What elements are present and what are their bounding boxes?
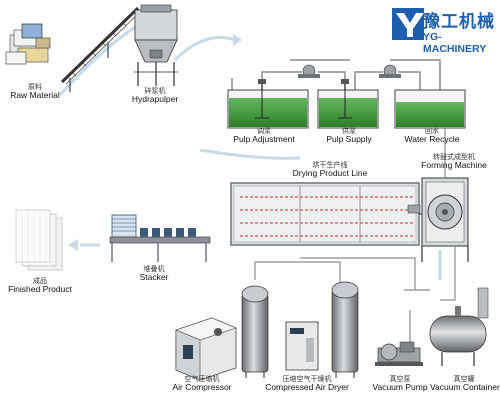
brand-block: 豫工机械 YG-MACHINERY — [388, 3, 498, 55]
label-drying-line: 烘干生产线 Drying Product Line — [280, 162, 380, 178]
raw-material-icon — [5, 23, 51, 65]
pulp-pump-2-icon — [379, 64, 401, 78]
label-air-compressor: 空气压缩机 Air Compressor — [164, 376, 240, 392]
pulp-supply-cn: 供浆 — [342, 128, 356, 135]
label-pulp-supply: 供浆 Pulp Supply — [320, 128, 378, 144]
brand-subtitle: YG-MACHINERY — [423, 31, 487, 55]
pulp-supply-en: Pulp Supply — [326, 134, 372, 145]
drying-line-en: Drying Product Line — [292, 168, 368, 179]
brand-name: 豫工机械 — [423, 12, 495, 32]
label-vacuum-pump: 真空泵 Vacuum Pump — [370, 376, 430, 392]
forming-machine-cn: 转鼓式成型机 — [433, 154, 475, 161]
drying-line-icon — [230, 182, 430, 246]
vacuum-container-icon — [429, 287, 489, 366]
air-compressor-cn: 空气压缩机 — [184, 376, 220, 383]
finished-product-en: Finished Product — [8, 284, 72, 295]
air-tank-left-icon — [241, 285, 269, 378]
forming-machine-icon — [407, 177, 469, 262]
stacker-icon — [109, 214, 211, 262]
pulp-adjustment-cn: 调浆 — [257, 128, 271, 135]
finished-product-cn: 成品 — [33, 278, 47, 285]
drying-line-cn: 烘干生产线 — [312, 162, 348, 169]
raw-material-cn: 原料 — [28, 84, 42, 91]
vacuum-pump-cn: 真空泵 — [389, 376, 411, 383]
air-compressor-en: Air Compressor — [172, 382, 232, 393]
label-hydrapulper: 碎浆机 Hydrapulper — [120, 88, 190, 104]
label-pulp-adjustment: 调浆 Pulp Adjustment — [232, 128, 296, 144]
air-compressor-icon — [175, 317, 237, 381]
pulp-adjustment-en: Pulp Adjustment — [233, 134, 295, 145]
water-recycle-en: Water Recycle — [404, 134, 460, 145]
label-finished-product: 成品 Finished Product — [4, 278, 76, 294]
forming-machine-en: Forming Machine — [421, 160, 487, 171]
hydrapulper-cn: 碎浆机 — [144, 88, 166, 95]
label-stacker: 堆叠机 Stacker — [130, 266, 178, 282]
label-raw-material: 原料 Raw Material — [4, 84, 66, 100]
pulp-tanks — [227, 59, 466, 129]
air-dryer-en: Compressed Air Dryer — [265, 382, 349, 393]
raw-material-en: Raw Material — [10, 90, 60, 101]
air-dryer-cn: 压缩空气干燥机 — [282, 376, 332, 383]
feed-conveyor — [60, 6, 143, 92]
water-recycle-cn: 回水 — [425, 128, 439, 135]
vacuum-container-en: Vacuum Container — [430, 382, 500, 393]
label-air-dryer: 压缩空气干燥机 Compressed Air Dryer — [256, 376, 358, 392]
label-water-recycle: 回水 Water Recycle — [396, 128, 468, 144]
process-pipes — [254, 128, 456, 350]
hydrapulper-en: Hydrapulper — [131, 94, 179, 105]
finished-product-icon — [15, 209, 63, 271]
label-forming-machine: 转鼓式成型机 Forming Machine — [412, 154, 496, 170]
hydrapulper-icon — [134, 4, 178, 86]
vacuum-pump-en: Vacuum Pump — [372, 382, 428, 393]
vacuum-pump-icon — [375, 341, 423, 366]
air-tank-right-icon — [331, 281, 359, 378]
vacuum-container-cn: 真空罐 — [453, 376, 475, 383]
air-dryer-icon — [285, 321, 319, 371]
pulp-pump-1-icon — [298, 64, 320, 78]
label-vacuum-container: 真空罐 Vacuum Container — [430, 376, 500, 393]
stacker-en: Stacker — [139, 272, 169, 283]
brand-logo-icon — [392, 8, 424, 40]
stacker-cn: 堆叠机 — [143, 266, 165, 273]
